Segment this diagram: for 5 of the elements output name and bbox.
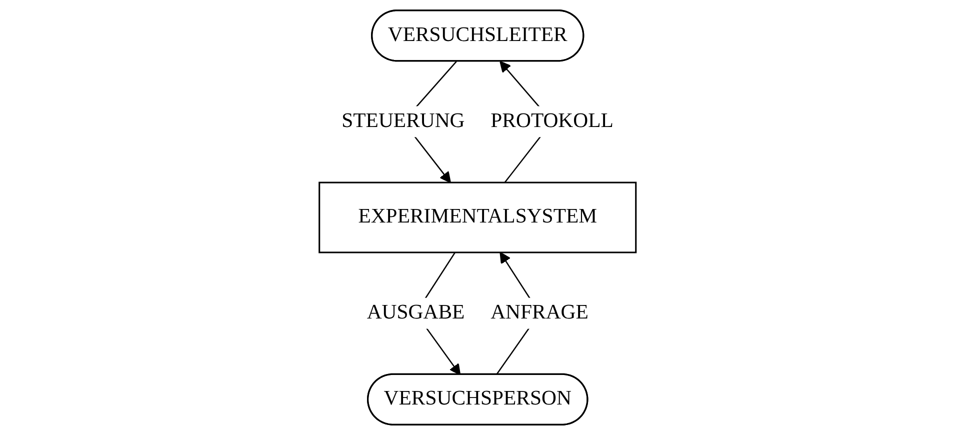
node-box: EXPERIMENTALSYSTEM	[318, 182, 638, 254]
edge-label: STEUERUNG	[342, 110, 466, 132]
edge-label: AUSGABE	[367, 302, 466, 324]
edge-label: PROTOKOLL	[491, 110, 614, 132]
edge-label: ANFRAGE	[490, 302, 589, 324]
